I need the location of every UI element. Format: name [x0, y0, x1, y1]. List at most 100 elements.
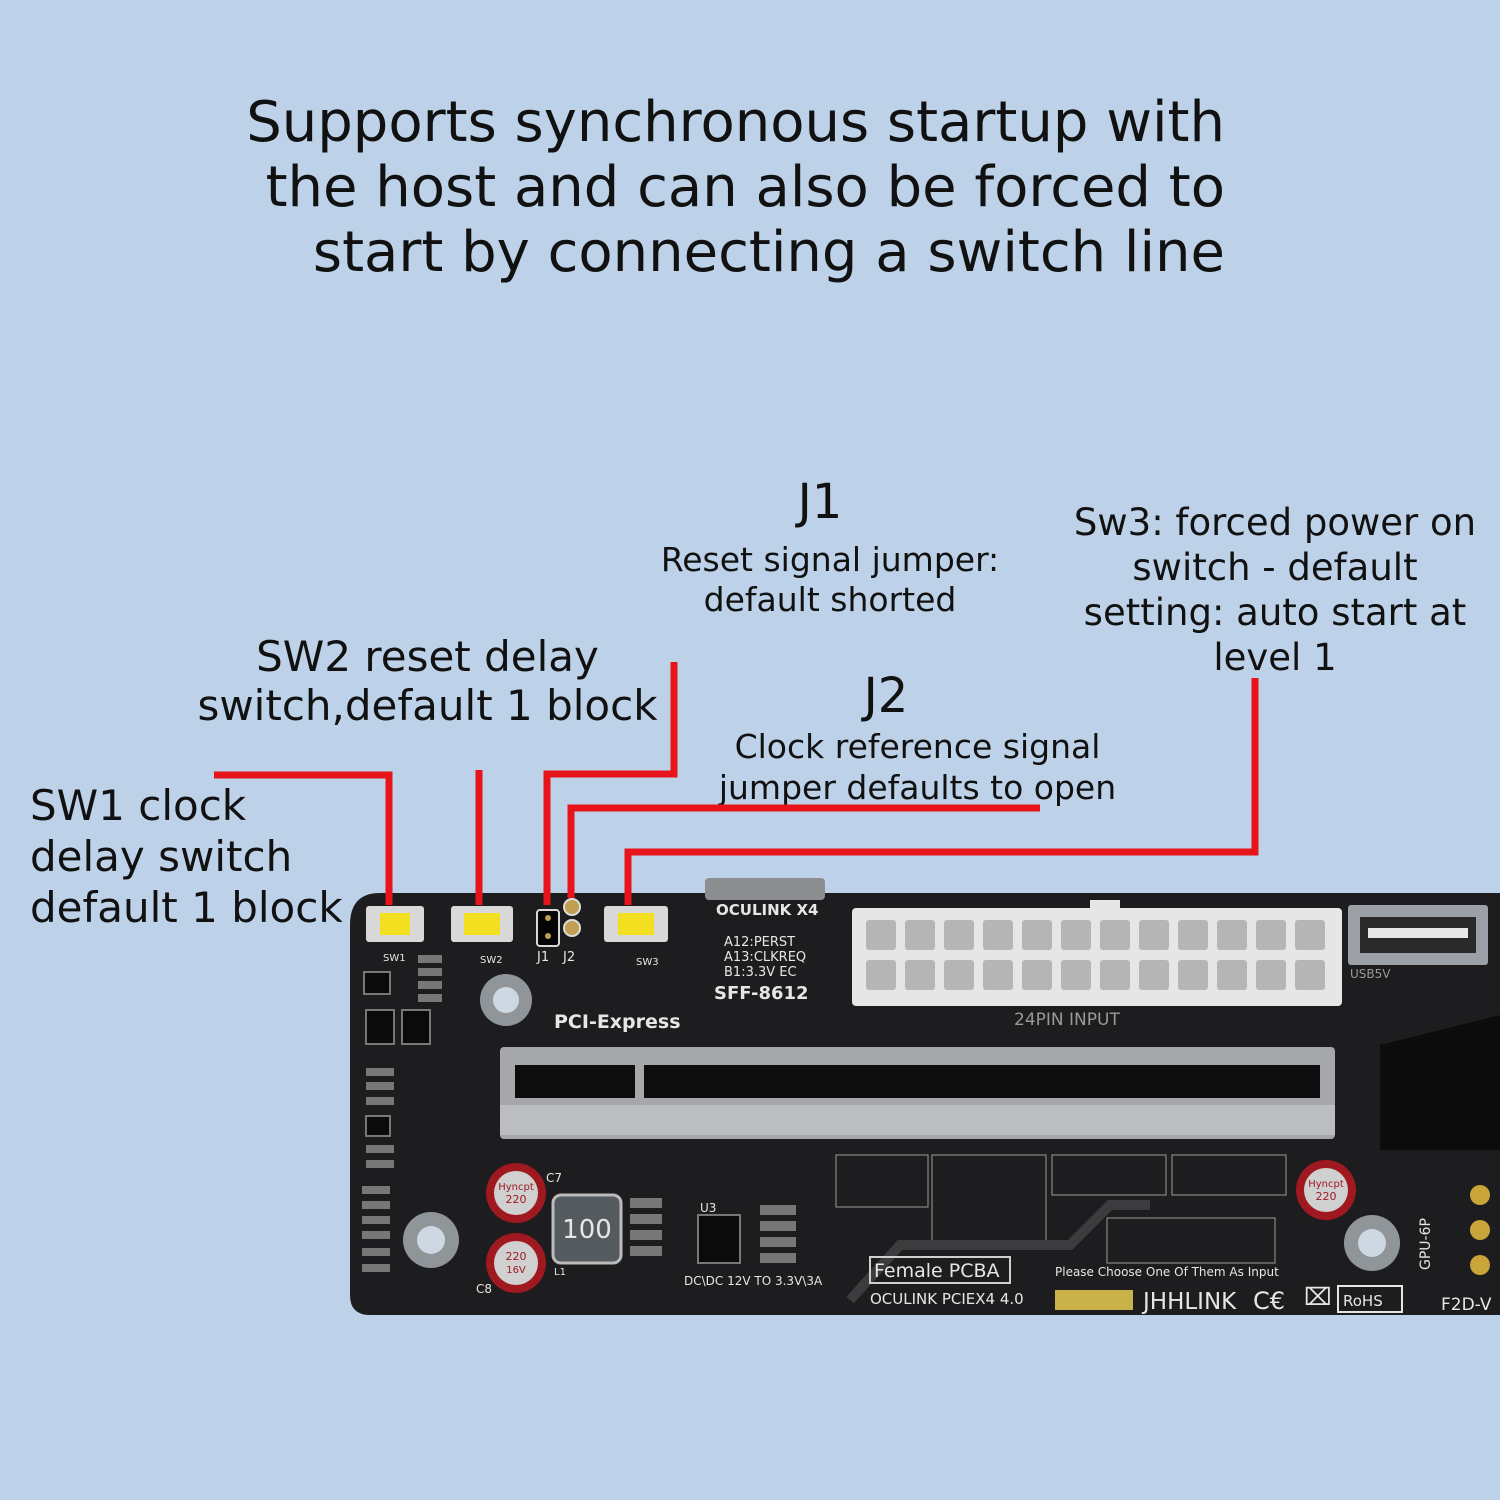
- atx-pin-socket: [1178, 960, 1208, 990]
- sw1-switch: [366, 906, 424, 942]
- j2-description: Clock reference signal jumper defaults t…: [700, 726, 1135, 808]
- silk-oculink: OCULINK X4: [716, 901, 818, 919]
- weee-bin-icon: ⌧: [1304, 1283, 1332, 1311]
- leader-lines: [214, 662, 1259, 905]
- gpu-pin-header: [1470, 1185, 1490, 1275]
- atx-pin-socket: [1256, 960, 1286, 990]
- headline-line-2: the host and can also be forced to: [265, 155, 1225, 220]
- sw3-switch: [604, 906, 668, 942]
- atx-pin-socket: [1061, 960, 1091, 990]
- atx-pin-socket: [866, 920, 896, 950]
- side-connector: [1380, 1015, 1500, 1150]
- headline-line-3: start by connecting a switch line: [312, 220, 1225, 285]
- silk-l1: L1: [554, 1267, 566, 1278]
- silk-usb5v: USB5V: [1350, 967, 1391, 981]
- sw3-description: Sw3: forced power on switch - default se…: [1060, 500, 1490, 680]
- sw2-desc-line-1: SW2 reset delay: [256, 632, 599, 681]
- silk-sw1: SW1: [383, 953, 406, 964]
- svg-text:Hyncpt: Hyncpt: [1308, 1179, 1344, 1190]
- silk-pin-a12: A12:PERST: [724, 935, 795, 950]
- silk-f2d: F2D-V: [1441, 1295, 1492, 1315]
- j2-desc-line-2: jumper defaults to open: [718, 768, 1117, 807]
- atx-pin-socket: [1217, 920, 1247, 950]
- silk-gpu6p: GPU-6P: [1418, 1218, 1434, 1270]
- silk-pcie: PCI-Express: [554, 1011, 681, 1033]
- atx-pin-socket: [944, 960, 974, 990]
- sw2-desc-line-2: switch,default 1 block: [197, 681, 658, 730]
- atx-pin-socket: [983, 960, 1013, 990]
- silk-brand: JHHLINK: [1141, 1289, 1237, 1315]
- silk-rohs: RoHS: [1343, 1292, 1383, 1310]
- atx-pin-socket: [944, 920, 974, 950]
- atx-pin-socket: [1295, 920, 1325, 950]
- sw3-desc-line-3: setting: auto start at: [1083, 591, 1467, 634]
- ce-mark-icon: C€: [1253, 1287, 1285, 1315]
- j1-desc-line-2: default shorted: [703, 580, 957, 619]
- silk-oculink-pciex4: OCULINK PCIEX4 4.0: [870, 1290, 1024, 1308]
- silk-choose-input: Please Choose One Of Them As Input: [1055, 1265, 1279, 1279]
- atx-pin-socket: [983, 920, 1013, 950]
- svg-text:220: 220: [506, 1250, 527, 1263]
- sw2-switch: [451, 906, 513, 942]
- j2-leader-line: [567, 804, 1040, 898]
- silk-24pin-input: 24PIN INPUT: [1014, 1010, 1120, 1030]
- j1-jumper: [536, 909, 560, 947]
- rohs-box: [1337, 1285, 1403, 1313]
- j1-description: Reset signal jumper: default shorted: [640, 540, 1020, 620]
- silk-sw2: SW2: [480, 955, 503, 966]
- svg-text:220: 220: [1316, 1190, 1337, 1203]
- atx-pin-socket: [1256, 920, 1286, 950]
- silk-u3: U3: [700, 1201, 716, 1215]
- silk-female-pcba: Female PCBA: [874, 1260, 1000, 1282]
- atx-pin-socket: [1139, 960, 1169, 990]
- headline: Supports synchronous startup with the ho…: [220, 90, 1225, 285]
- smd-components: [362, 955, 796, 1272]
- j1-desc-line-1: Reset signal jumper:: [660, 540, 1000, 579]
- svg-text:16V: 16V: [506, 1265, 526, 1276]
- mounting-hole-3: [1344, 1215, 1400, 1271]
- atx-pin-socket: [1022, 920, 1052, 950]
- svg-text:Hyncpt: Hyncpt: [498, 1182, 534, 1193]
- atx-24pin-connector: [852, 900, 1342, 1006]
- sw3-desc-line-2: switch - default: [1132, 546, 1418, 589]
- sw1-leader-line: [214, 771, 393, 905]
- silk-j2: J2: [562, 950, 575, 965]
- gold-pad: [1055, 1290, 1133, 1310]
- atx-pin-socket: [1022, 960, 1052, 990]
- silk-j1: J1: [536, 950, 549, 965]
- pcie-slot: [500, 1047, 1335, 1139]
- j2-desc-line-1: Clock reference signal: [734, 727, 1101, 766]
- female-pcba-box: [869, 1256, 1011, 1284]
- j1-leader-line: [543, 662, 678, 905]
- atx-pin-socket: [1217, 960, 1247, 990]
- sw2-description: SW2 reset delay switch,default 1 block: [185, 632, 670, 730]
- sw3-desc-line-4: level 1: [1213, 636, 1337, 679]
- sw3-leader-line: [624, 678, 1259, 905]
- sw1-desc-line-1: SW1 clock: [30, 781, 247, 830]
- silk-c8: C8: [476, 1282, 492, 1296]
- atx-pin-socket: [1295, 960, 1325, 990]
- silk-sff: SFF-8612: [714, 983, 809, 1004]
- usb-port: [1348, 905, 1488, 965]
- atx-pin-socket: [905, 920, 935, 950]
- silk-pin-a13: A13:CLKREQ: [724, 950, 806, 965]
- atx-pin-socket: [1139, 920, 1169, 950]
- atx-pin-socket: [905, 960, 935, 990]
- silk-pin-b1: B1:3.3V EC: [724, 965, 797, 980]
- mounting-hole-1: [480, 974, 532, 1026]
- j2-jumper: [563, 898, 581, 937]
- sw1-description: SW1 clock delay switch default 1 block: [30, 780, 370, 933]
- capacitor-3: Hyncpt 220: [1296, 1160, 1356, 1220]
- headline-line-1: Supports synchronous startup with: [246, 90, 1225, 155]
- oculink-connector: [705, 878, 825, 900]
- capacitor-1: Hyncpt 220: [486, 1163, 546, 1223]
- atx-pin-socket: [1178, 920, 1208, 950]
- j1-title: J1: [797, 474, 843, 530]
- atx-pin-socket: [1061, 920, 1091, 950]
- sw3-desc-line-1: Sw3: forced power on: [1073, 501, 1477, 544]
- silk-sw3: SW3: [636, 957, 659, 968]
- svg-text:220: 220: [506, 1193, 527, 1206]
- sw1-desc-line-2: delay switch: [30, 832, 293, 881]
- atx-pin-socket: [866, 960, 896, 990]
- capacitor-2: 220 16V: [486, 1233, 546, 1293]
